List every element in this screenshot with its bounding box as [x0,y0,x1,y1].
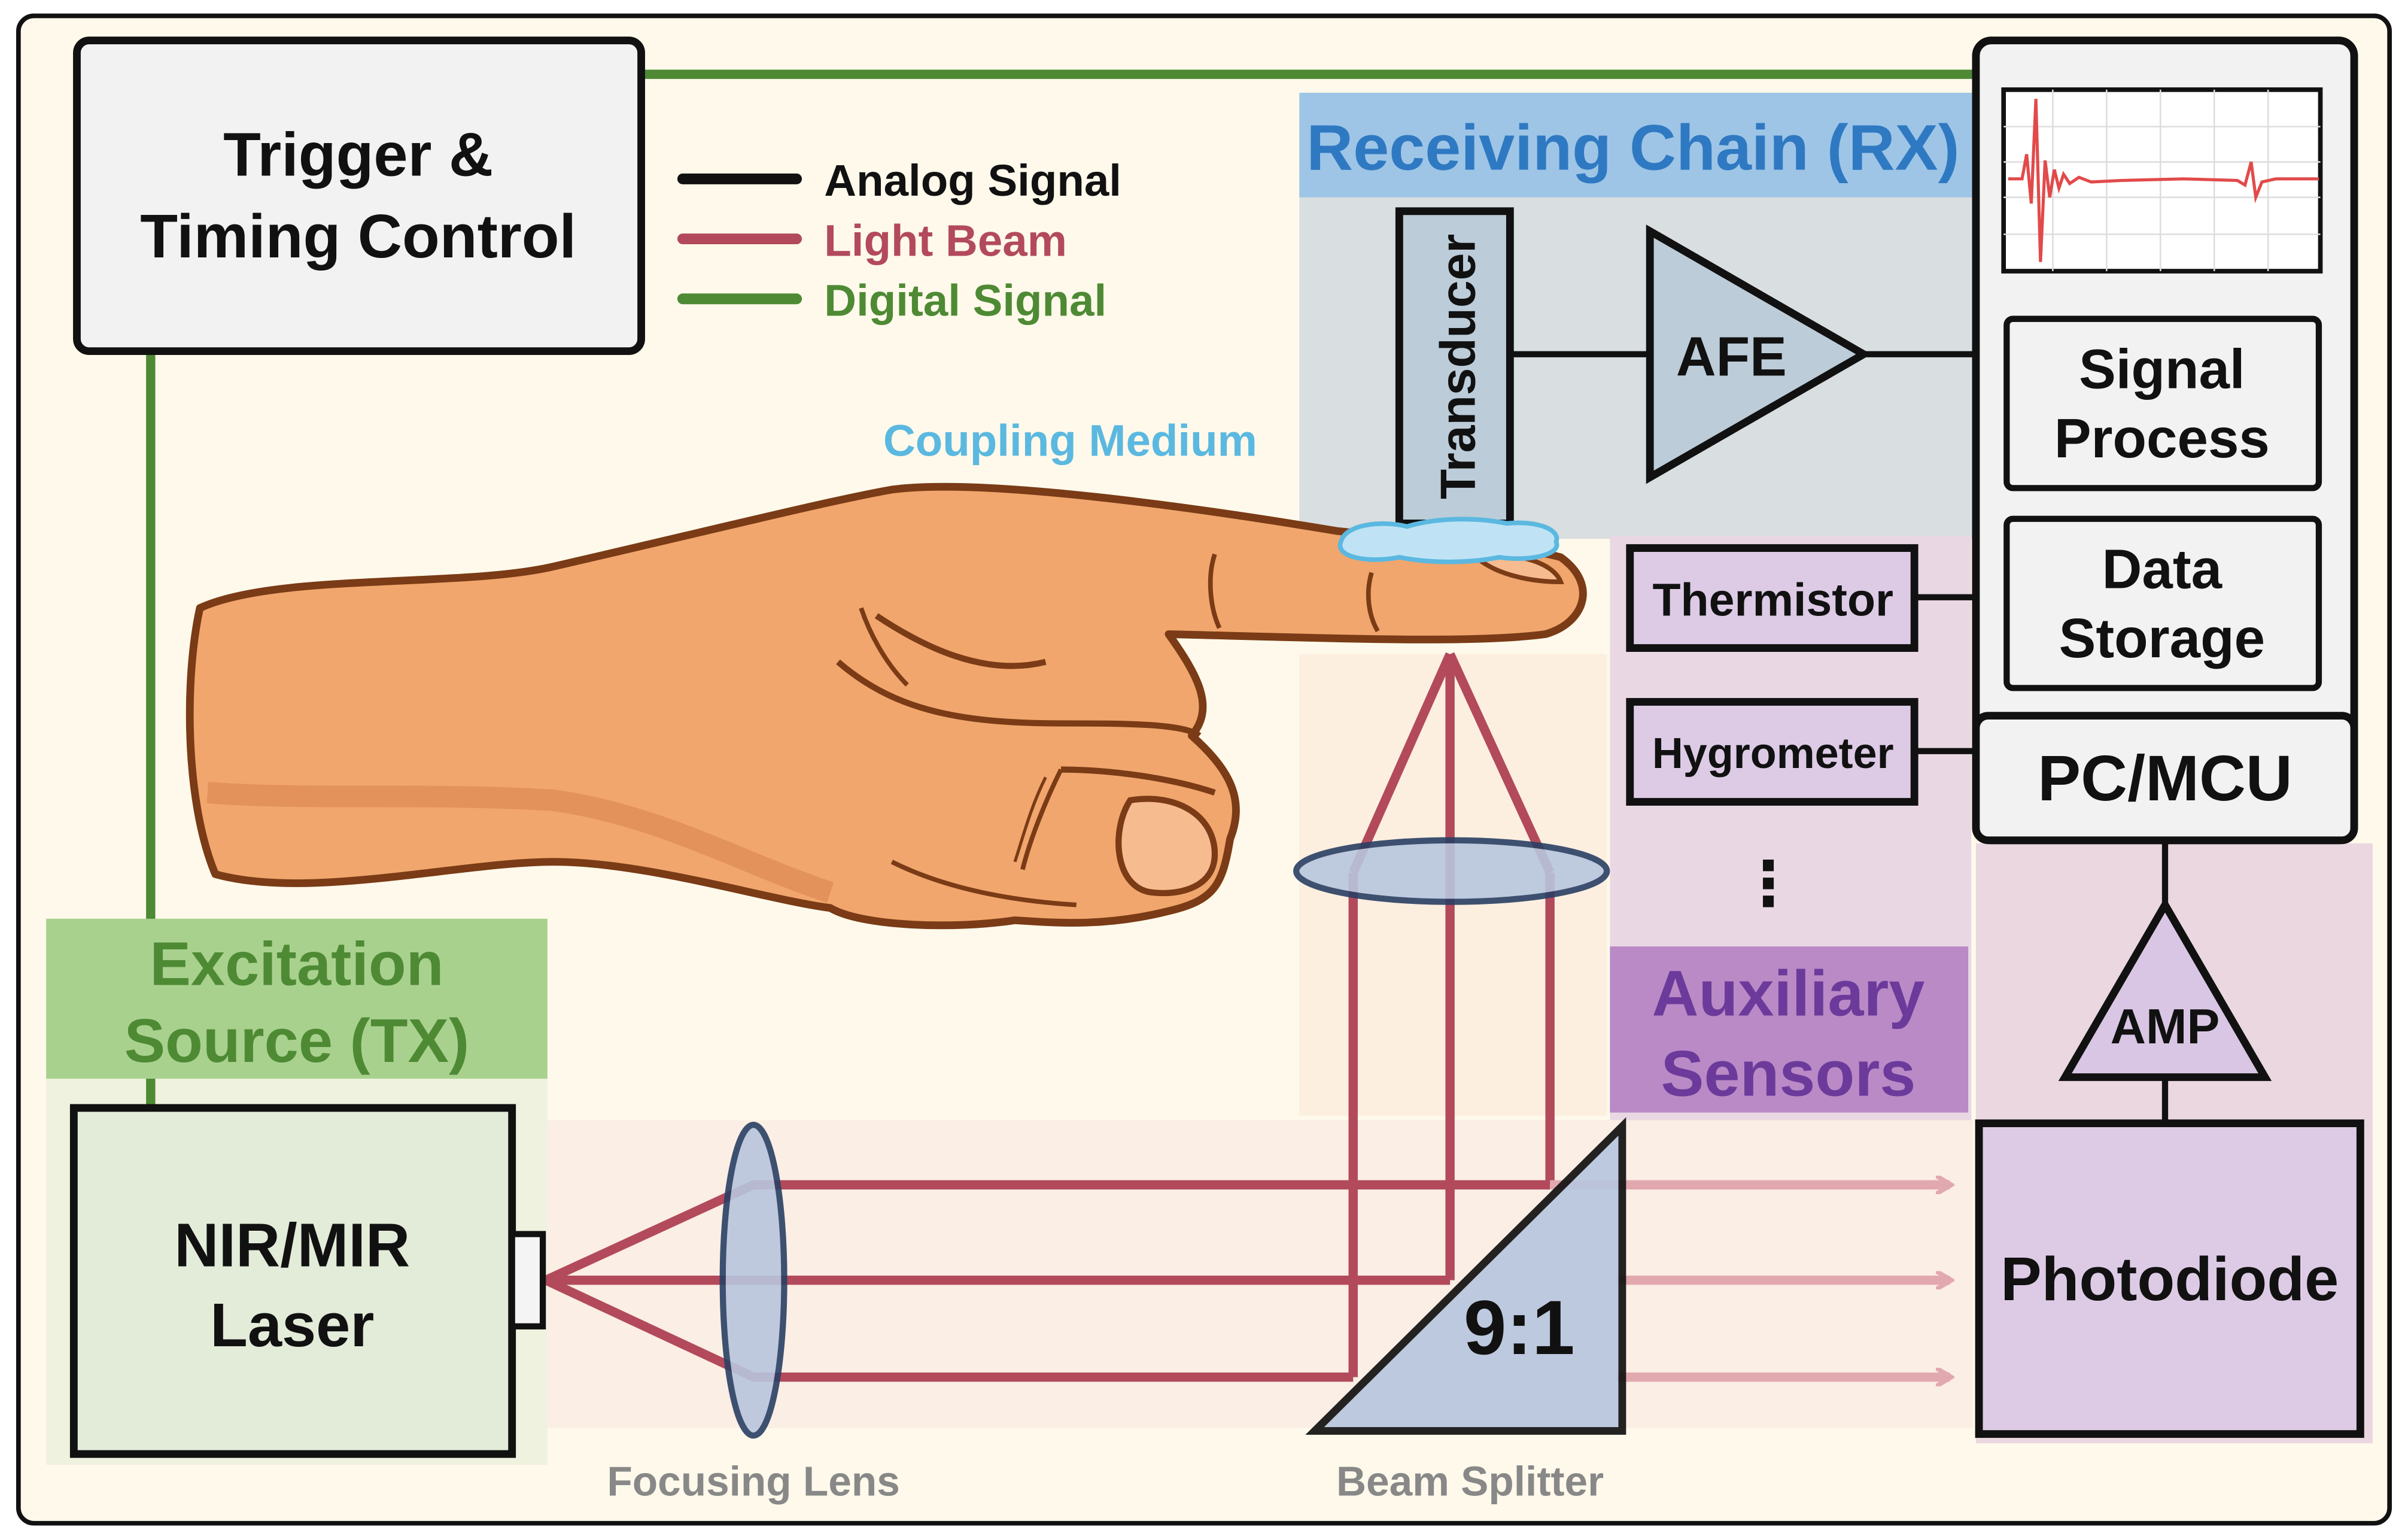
laser-box: NIR/MIR Laser [69,1104,546,1458]
signal-process-box [2003,315,2322,491]
condenser-lens-icon [1293,837,1610,905]
legend-light-label: Light Beam [824,215,1067,265]
data-storage-line2: Storage [2059,607,2265,669]
thermistor-box [1626,544,1919,652]
amp-label: AMP [2111,1000,2220,1054]
laser-label-line2: Laser [210,1291,374,1359]
photodiode-box [1975,1119,2364,1438]
focusing-lens-icon [719,1122,788,1439]
coupling-medium-label: Coupling Medium [883,415,1257,465]
photodiode-label: Photodiode [2000,1244,2339,1313]
tx-title-line2: Source (TX) [124,1006,470,1075]
rx-title: Receiving Chain (RX) [1306,111,1959,183]
focusing-lens-label: Focusing Lens [607,1458,899,1504]
beam-splitter-ratio: 9:1 [1464,1285,1575,1371]
tx-title-bar [46,918,548,1079]
tx-title-line1: Excitation [150,929,443,998]
coupling-medium-blob [1337,517,1559,564]
waveform-icon [2001,87,2323,274]
beam-splitter-icon: 9:1 [1305,1117,1626,1435]
legend-analog-label: Analog Signal [824,156,1121,205]
trigger-title-line2: Timing Control [140,202,576,271]
mcu-label: PC/MCU [2038,742,2293,814]
rx-title-bar [1299,92,1973,198]
legend: Analog Signal Light Beam Digital Signal [677,156,1121,326]
beam-splitter-label: Beam Splitter [1336,1458,1604,1504]
hygrometer-box [1626,698,1919,806]
more-sensors-ellipsis: ⋮ [1738,849,1799,918]
pc-mcu-panel: Signal Process Data Storage PC/MCU [1972,37,2358,845]
data-storage-line1: Data [2102,538,2223,600]
afe-amplifier-icon: AFE [1646,224,1872,484]
beam-converge-right [1446,652,1555,875]
aux-title-line2: Sensors [1661,1037,1916,1109]
trigger-title-line1: Trigger & [223,120,493,189]
beam-converge-left [1349,652,1455,875]
transducer-box: Transducer [1395,207,1514,527]
aux-title-bar [1610,946,1969,1113]
legend-digital-label: Digital Signal [824,276,1106,326]
thermistor-label: Thermistor [1652,575,1893,626]
afe-label: AFE [1676,326,1787,388]
laser-label-line1: NIR/MIR [174,1211,410,1280]
amp-amplifier-icon: AMP [2058,897,2272,1081]
hygrometer-label: Hygrometer [1652,730,1894,778]
hand-icon [186,482,1587,930]
transducer-label: Transducer [1431,234,1485,499]
signal-process-line1: Signal [2079,338,2245,400]
data-storage-box [2003,515,2322,691]
aux-title-line1: Auxiliary [1652,957,1925,1030]
trigger-timing-box: Trigger & Timing Control [73,37,645,356]
signal-process-line2: Process [2054,407,2270,469]
